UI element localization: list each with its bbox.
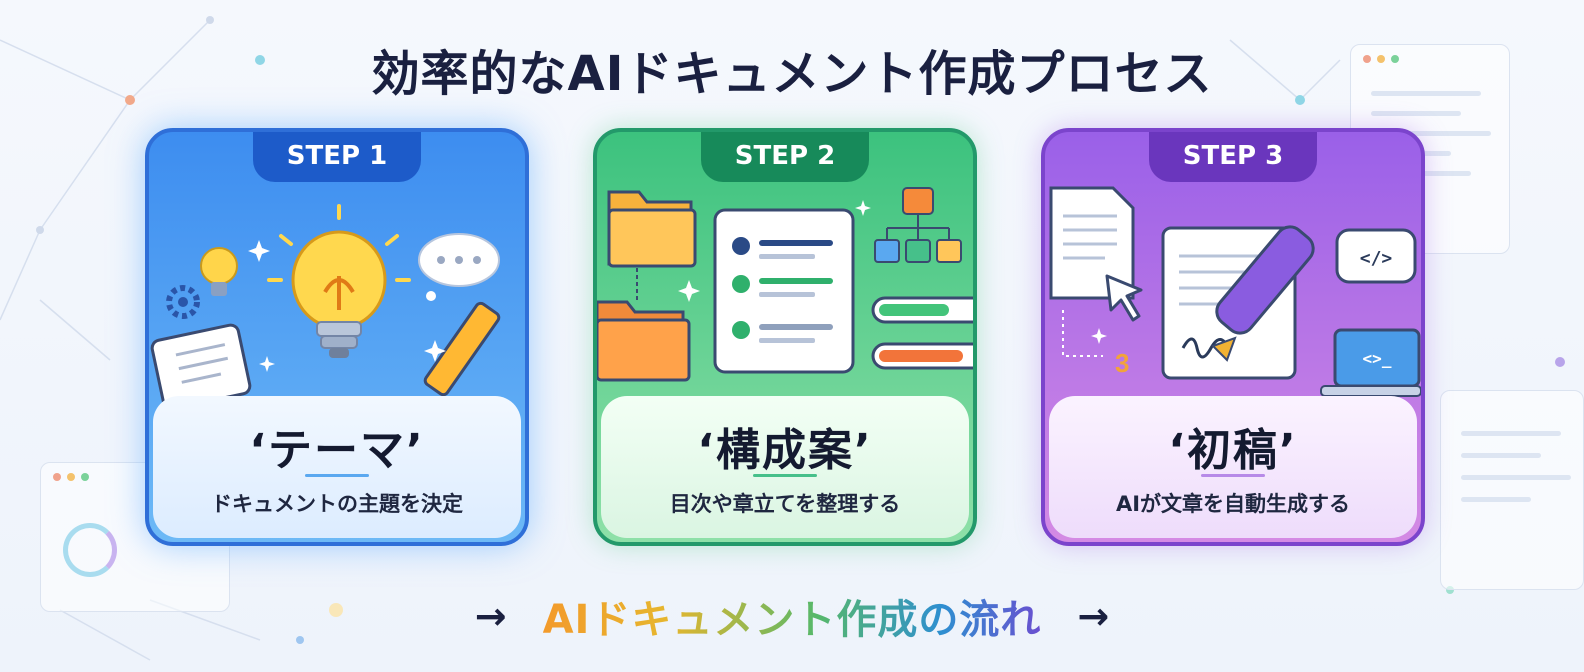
code-bubble-icon: </> (1335, 228, 1417, 284)
arrow-right-icon: → (474, 594, 507, 638)
thought-bubble-icon (418, 233, 500, 301)
svg-text:</>: </> (1360, 248, 1393, 269)
step-label: STEP 3 (1149, 132, 1317, 182)
step2-illustration (597, 187, 973, 382)
step-panel: ‘テーマ’ ドキュメントの主題を決定 (153, 396, 521, 538)
sparkle-icon (678, 200, 871, 302)
step-card-3: STEP 3 3 </> <>_ (1041, 128, 1425, 546)
folder-icon (607, 190, 697, 268)
arrow-right-icon: → (1077, 594, 1110, 638)
checklist-document-icon (713, 208, 855, 374)
divider (753, 474, 817, 477)
folder-icon (597, 300, 691, 382)
pencil-icon (423, 301, 501, 397)
flow-caption: → AIドキュメント作成の流れ → (0, 586, 1584, 646)
progress-bar-icon (871, 296, 973, 370)
step-heading: ‘テーマ’ (249, 425, 425, 476)
step-heading: ‘構成案’ (697, 425, 873, 476)
laptop-icon: <>_ (1320, 328, 1421, 397)
step-heading: ‘初稿’ (1168, 425, 1298, 476)
step-label: STEP 1 (253, 132, 421, 182)
lightbulb-icon (267, 204, 411, 358)
org-chart-icon (874, 187, 962, 263)
step-description: AIが文章を自動生成する (1115, 492, 1351, 516)
step3-illustration: 3 </> <>_ (1049, 186, 1421, 397)
divider (305, 474, 369, 477)
page-title: 効率的なAIドキュメント作成プロセス (371, 46, 1213, 102)
step-card-2: STEP 2 (593, 128, 977, 546)
fountain-pen-icon (1211, 225, 1315, 362)
gear-icon (166, 285, 200, 319)
step-card-1: STEP 1 (145, 128, 529, 546)
svg-text:<>_: <>_ (1363, 349, 1392, 368)
notebook-icon (150, 323, 252, 402)
bg-window-bottom-right (1440, 390, 1584, 590)
lightbulb-icon (200, 247, 238, 296)
step-description: 目次や章立てを整理する (669, 492, 901, 516)
flow-text: AIドキュメント作成の流れ (543, 587, 1042, 645)
number-badge: 3 (1115, 348, 1129, 378)
step-label: STEP 2 (701, 132, 869, 182)
step1-illustration (150, 204, 501, 402)
divider (1201, 474, 1265, 477)
sparkle-icon (248, 240, 446, 372)
document-icon (1049, 186, 1135, 300)
step-panel: ‘構成案’ 目次や章立てを整理する (601, 396, 969, 538)
cursor-icon (1105, 274, 1143, 322)
sparkle-icon (1091, 328, 1107, 344)
step-panel: ‘初稿’ AIが文章を自動生成する (1049, 396, 1417, 538)
step-description: ドキュメントの主題を決定 (211, 492, 463, 516)
